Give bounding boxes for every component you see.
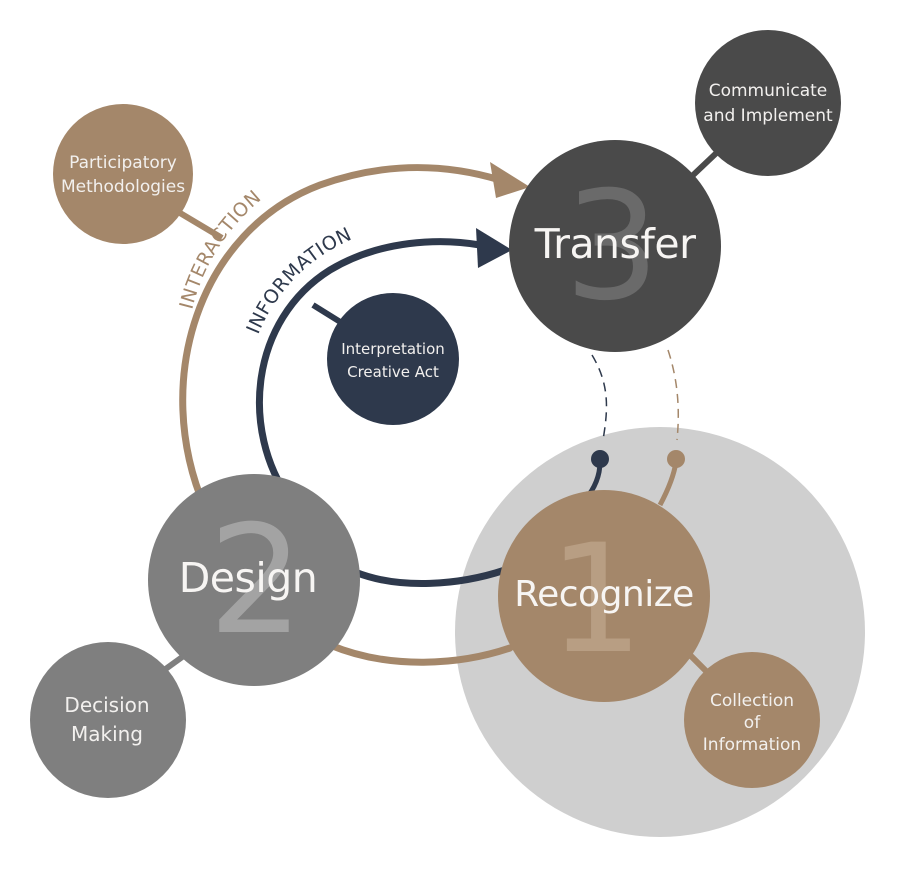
transfer-stage-node: 3 Transfer [509,140,721,352]
design-number: 2 [208,494,303,668]
interaction-arc-label: INTERACTION [176,186,266,311]
transfer-number: 3 [564,160,659,334]
interaction-arrowhead [490,162,530,198]
information-arc [255,238,484,504]
recognize-number: 1 [548,513,643,687]
design-label: Design [179,554,318,602]
decision-line2: Making [71,722,143,746]
decision-making-node: Decision Making [30,642,186,798]
design-stage-node: 2 Design [148,474,360,686]
interpretation-line2: Creative Act [347,363,439,381]
design-recognize-navy-arc [351,566,509,588]
design-recognize-tan-arc [326,641,514,666]
interpretation-creative-act-node: Interpretation Creative Act [327,293,459,425]
transfer-label: Transfer [534,220,697,268]
dashed-link-tan [667,349,680,441]
recognize-stage-node: 1 Recognize [498,490,710,702]
antenna-navy-dot [591,450,609,468]
decision-line1: Decision [64,693,149,717]
antenna-tan-dot [667,450,685,468]
connector-participatory [173,207,224,241]
participatory-methodologies-node: Participatory Methodologies [53,104,193,244]
participatory-line1: Participatory [69,153,177,173]
interaction-arc-label-text: INTERACTION [176,186,265,311]
information-arrowhead [476,228,512,268]
collection-of-information-node: Collection of Information [684,652,820,788]
collection-line3: Information [703,735,801,755]
participatory-line2: Methodologies [61,177,185,197]
communicate-line2: and Implement [703,106,833,126]
dashed-link-navy [591,354,608,441]
communicate-line1: Communicate [709,81,828,101]
recognize-label: Recognize [514,574,694,615]
communicate-implement-node: Communicate and Implement [695,30,841,176]
collection-line2: of [744,713,761,733]
interaction-arc [179,164,504,512]
collection-line1: Collection [710,691,794,711]
interpretation-line1: Interpretation [341,340,445,358]
